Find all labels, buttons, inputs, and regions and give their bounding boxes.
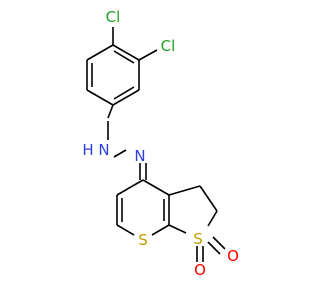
bond-c-nh [107, 104, 114, 119]
atom-label-cl-right: Cl [161, 37, 176, 55]
bond [112, 89, 140, 106]
double-bond-inner [113, 50, 135, 64]
atom-label-n-imine: N [134, 147, 145, 165]
bond [151, 224, 170, 236]
thiopyran-ring [116, 179, 170, 236]
bond [112, 44, 140, 61]
bond [168, 224, 187, 234]
atom-label-cl-top: Cl [106, 8, 121, 26]
bond [86, 89, 114, 106]
atom-label-nh-h: H [82, 141, 93, 159]
bond [168, 185, 201, 196]
bond [142, 179, 170, 196]
bond [207, 210, 218, 227]
atom-label-o-right: O [227, 247, 239, 265]
bond-s-o-right [212, 236, 226, 250]
bond [116, 224, 135, 236]
atom-label-nh-n: N [98, 141, 109, 159]
bond [116, 179, 144, 196]
atom-label-s-sulfone: S [193, 230, 203, 248]
atom-label-o-bottom: O [194, 261, 206, 279]
thiophene-dioxide-ring [168, 185, 218, 234]
dichlorophenyl-ring [86, 44, 140, 106]
double-bond-inner [113, 86, 135, 100]
molecule-structure-diagram: Cl Cl H N N S S O O [82, 8, 239, 279]
bond-c-cl-right [138, 49, 158, 61]
bond [199, 185, 218, 212]
bond [86, 44, 114, 61]
bond-s-o-right [207, 241, 221, 255]
atom-label-s-ring: S [138, 231, 148, 249]
bond-n-n [113, 149, 127, 158]
